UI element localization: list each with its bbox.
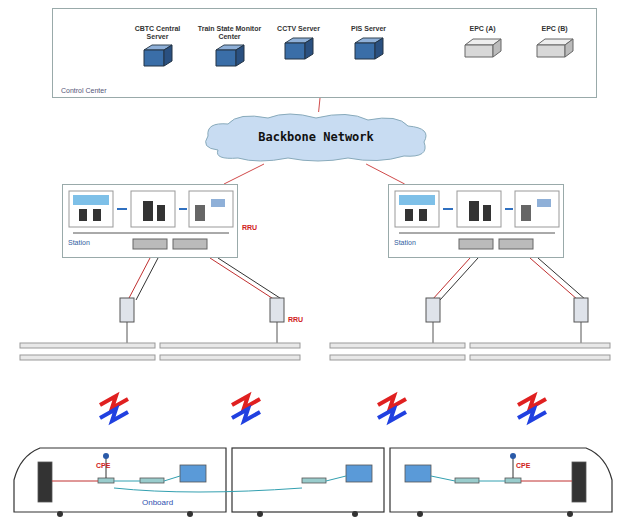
- epc-unit: EPC (A): [451, 17, 514, 79]
- network-link: [224, 164, 264, 184]
- node-label: Backbone Network: [198, 112, 434, 162]
- server-icon: [279, 35, 319, 61]
- node-label: CBTC Central Server: [125, 17, 190, 40]
- server-unit: CBTC Central Server: [125, 17, 190, 79]
- rru-label: RRU: [288, 316, 303, 323]
- epc-unit: EPC (B): [523, 17, 586, 79]
- node-label: Onboard: [142, 498, 173, 507]
- network-link: [366, 164, 405, 184]
- node-label: Station: [68, 239, 90, 246]
- node-label: PIS Server: [339, 17, 398, 33]
- server-icon: [349, 35, 389, 61]
- network-link: [319, 98, 320, 112]
- cpe-label: CPE: [516, 462, 530, 469]
- rru-label: RRU: [242, 224, 257, 231]
- station-equipment: [389, 185, 565, 259]
- cpe-label: CPE: [96, 462, 110, 469]
- train-onboard: Onboard: [12, 446, 614, 514]
- server-unit: Train State Monitor Center: [195, 17, 264, 79]
- epc-icon: [535, 35, 575, 61]
- node-label: Station: [394, 239, 416, 246]
- node-label: EPC (B): [523, 17, 586, 33]
- epc-icon: [463, 35, 503, 61]
- server-unit: PIS Server: [339, 17, 398, 79]
- server-unit: CCTV Server: [267, 17, 330, 79]
- node-label: Train State Monitor Center: [195, 17, 264, 40]
- station-equipment: [63, 185, 239, 259]
- server-icon: [138, 42, 178, 68]
- station-box: Station: [388, 184, 564, 258]
- node-label: EPC (A): [451, 17, 514, 33]
- node-label: Control Center: [61, 87, 107, 94]
- station-box: Station: [62, 184, 238, 258]
- server-icon: [210, 42, 250, 68]
- backbone-cloud: Backbone Network: [198, 112, 434, 164]
- node-label: CCTV Server: [267, 17, 330, 33]
- control-center-box: Control Center CBTC Central ServerTrain S…: [52, 8, 597, 98]
